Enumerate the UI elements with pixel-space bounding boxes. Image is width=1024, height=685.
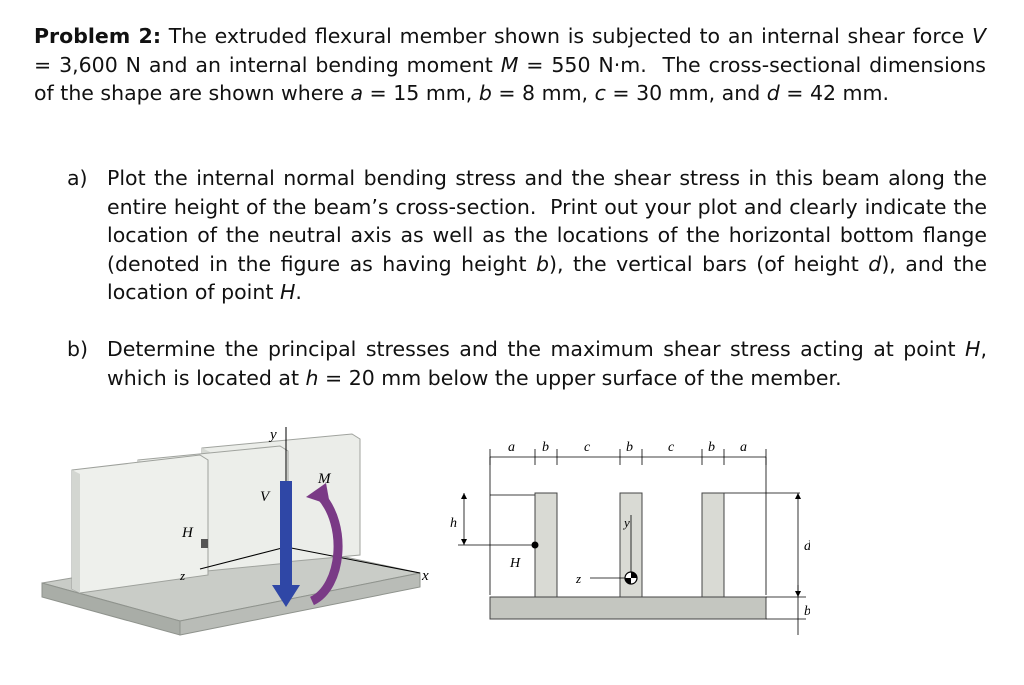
dim-b-1: b bbox=[542, 440, 549, 455]
part-b-text: Determine the principal stresses and the… bbox=[107, 337, 987, 390]
label-m: M bbox=[317, 471, 332, 487]
part-a: a) Plot the internal normal bending stre… bbox=[67, 164, 987, 307]
dim-c-1: c bbox=[584, 440, 591, 455]
part-a-text: Plot the internal normal bending stress … bbox=[107, 166, 987, 304]
dim-b-2: b bbox=[626, 440, 633, 455]
dim-c-2: c bbox=[668, 440, 675, 455]
isometric-beam-figure: y V M H z x bbox=[41, 427, 429, 636]
web-right bbox=[701, 492, 725, 598]
dim-a-left: a bbox=[508, 440, 515, 455]
point-h bbox=[531, 541, 539, 549]
part-a-label: a) bbox=[67, 166, 88, 190]
dim-a-right: a bbox=[740, 440, 747, 455]
label-y: y bbox=[268, 427, 277, 443]
cross-section-figure: a b c b c b a h H y z d b bbox=[450, 440, 810, 635]
part-b-label: b) bbox=[67, 337, 89, 361]
problem-heading: Problem 2: bbox=[34, 24, 162, 48]
label-z: z bbox=[179, 568, 185, 583]
point-h-marker bbox=[201, 539, 208, 548]
label-h: H bbox=[181, 525, 194, 541]
shear-force-arrow bbox=[280, 481, 292, 591]
problem-text: The extruded flexural member shown is su… bbox=[34, 24, 986, 105]
bottom-flange bbox=[489, 596, 767, 620]
label-v: V bbox=[260, 489, 271, 505]
label-h-point: H bbox=[509, 556, 521, 571]
bending-moment-arrow bbox=[309, 491, 343, 606]
dim-h: h bbox=[450, 516, 457, 531]
label-x: x bbox=[421, 568, 429, 584]
dim-d: d bbox=[804, 539, 810, 554]
dim-b-flange: b bbox=[804, 604, 810, 619]
part-b: b) Determine the principal stresses and … bbox=[67, 335, 987, 392]
dim-b-3: b bbox=[708, 440, 715, 455]
problem-statement: Problem 2: The extruded flexural member … bbox=[34, 22, 986, 108]
label-z-axis: z bbox=[575, 571, 581, 586]
centroid-symbol bbox=[624, 571, 638, 585]
label-y-axis: y bbox=[622, 515, 630, 530]
